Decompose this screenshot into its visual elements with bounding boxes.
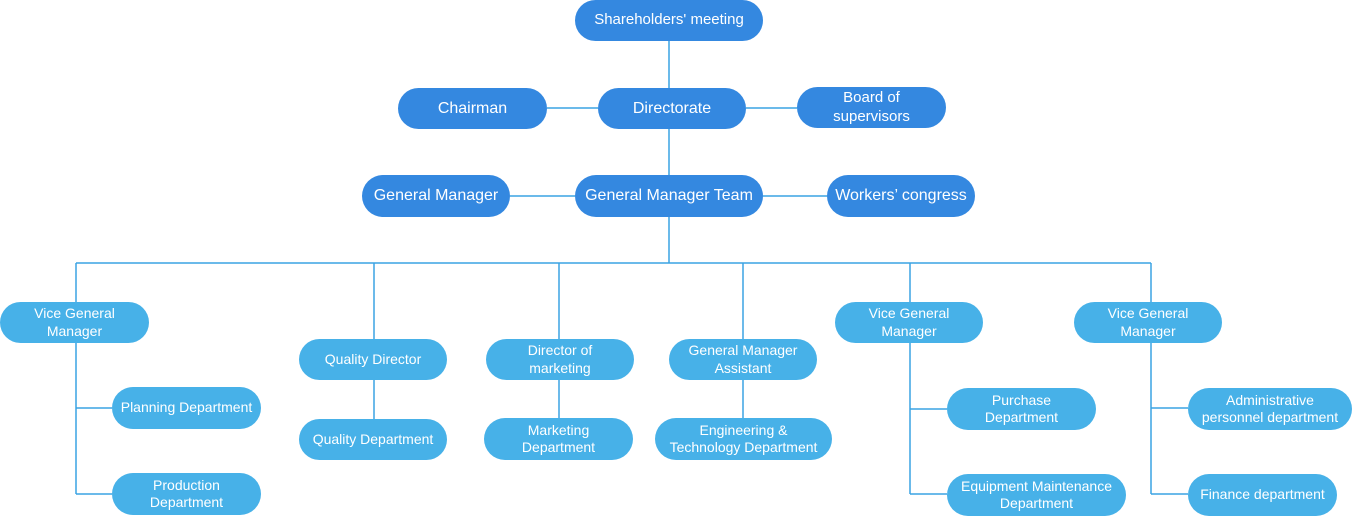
node-director-of-marketing: Director of marketing	[486, 339, 634, 380]
node-shareholders-meeting: Shareholders' meeting	[575, 0, 763, 41]
node-finance-department: Finance department	[1188, 474, 1337, 516]
node-workers-congress: Workers’ congress	[827, 175, 975, 217]
node-vice-general-manager-2: Vice General Manager	[835, 302, 983, 343]
node-engineering-technology-department: Engineering & Technology Department	[655, 418, 832, 460]
node-directorate: Directorate	[598, 88, 746, 129]
node-general-manager-team: General Manager Team	[575, 175, 763, 217]
node-vice-general-manager-1: Vice General Manager	[0, 302, 149, 343]
node-quality-department: Quality Department	[299, 419, 447, 460]
node-equipment-maintenance-department: Equipment Maintenance Department	[947, 474, 1126, 516]
node-production-department: Production Department	[112, 473, 261, 515]
node-administrative-personnel-department: Administrative personnel department	[1188, 388, 1352, 430]
node-quality-director: Quality Director	[299, 339, 447, 380]
node-chairman: Chairman	[398, 88, 547, 129]
node-general-manager: General Manager	[362, 175, 510, 217]
node-board-of-supervisors: Board of supervisors	[797, 87, 946, 128]
node-marketing-department: Marketing Department	[484, 418, 633, 460]
node-planning-department: Planning Department	[112, 387, 261, 429]
node-general-manager-assistant: General Manager Assistant	[669, 339, 817, 380]
node-purchase-department: Purchase Department	[947, 388, 1096, 430]
node-vice-general-manager-3: Vice General Manager	[1074, 302, 1222, 343]
